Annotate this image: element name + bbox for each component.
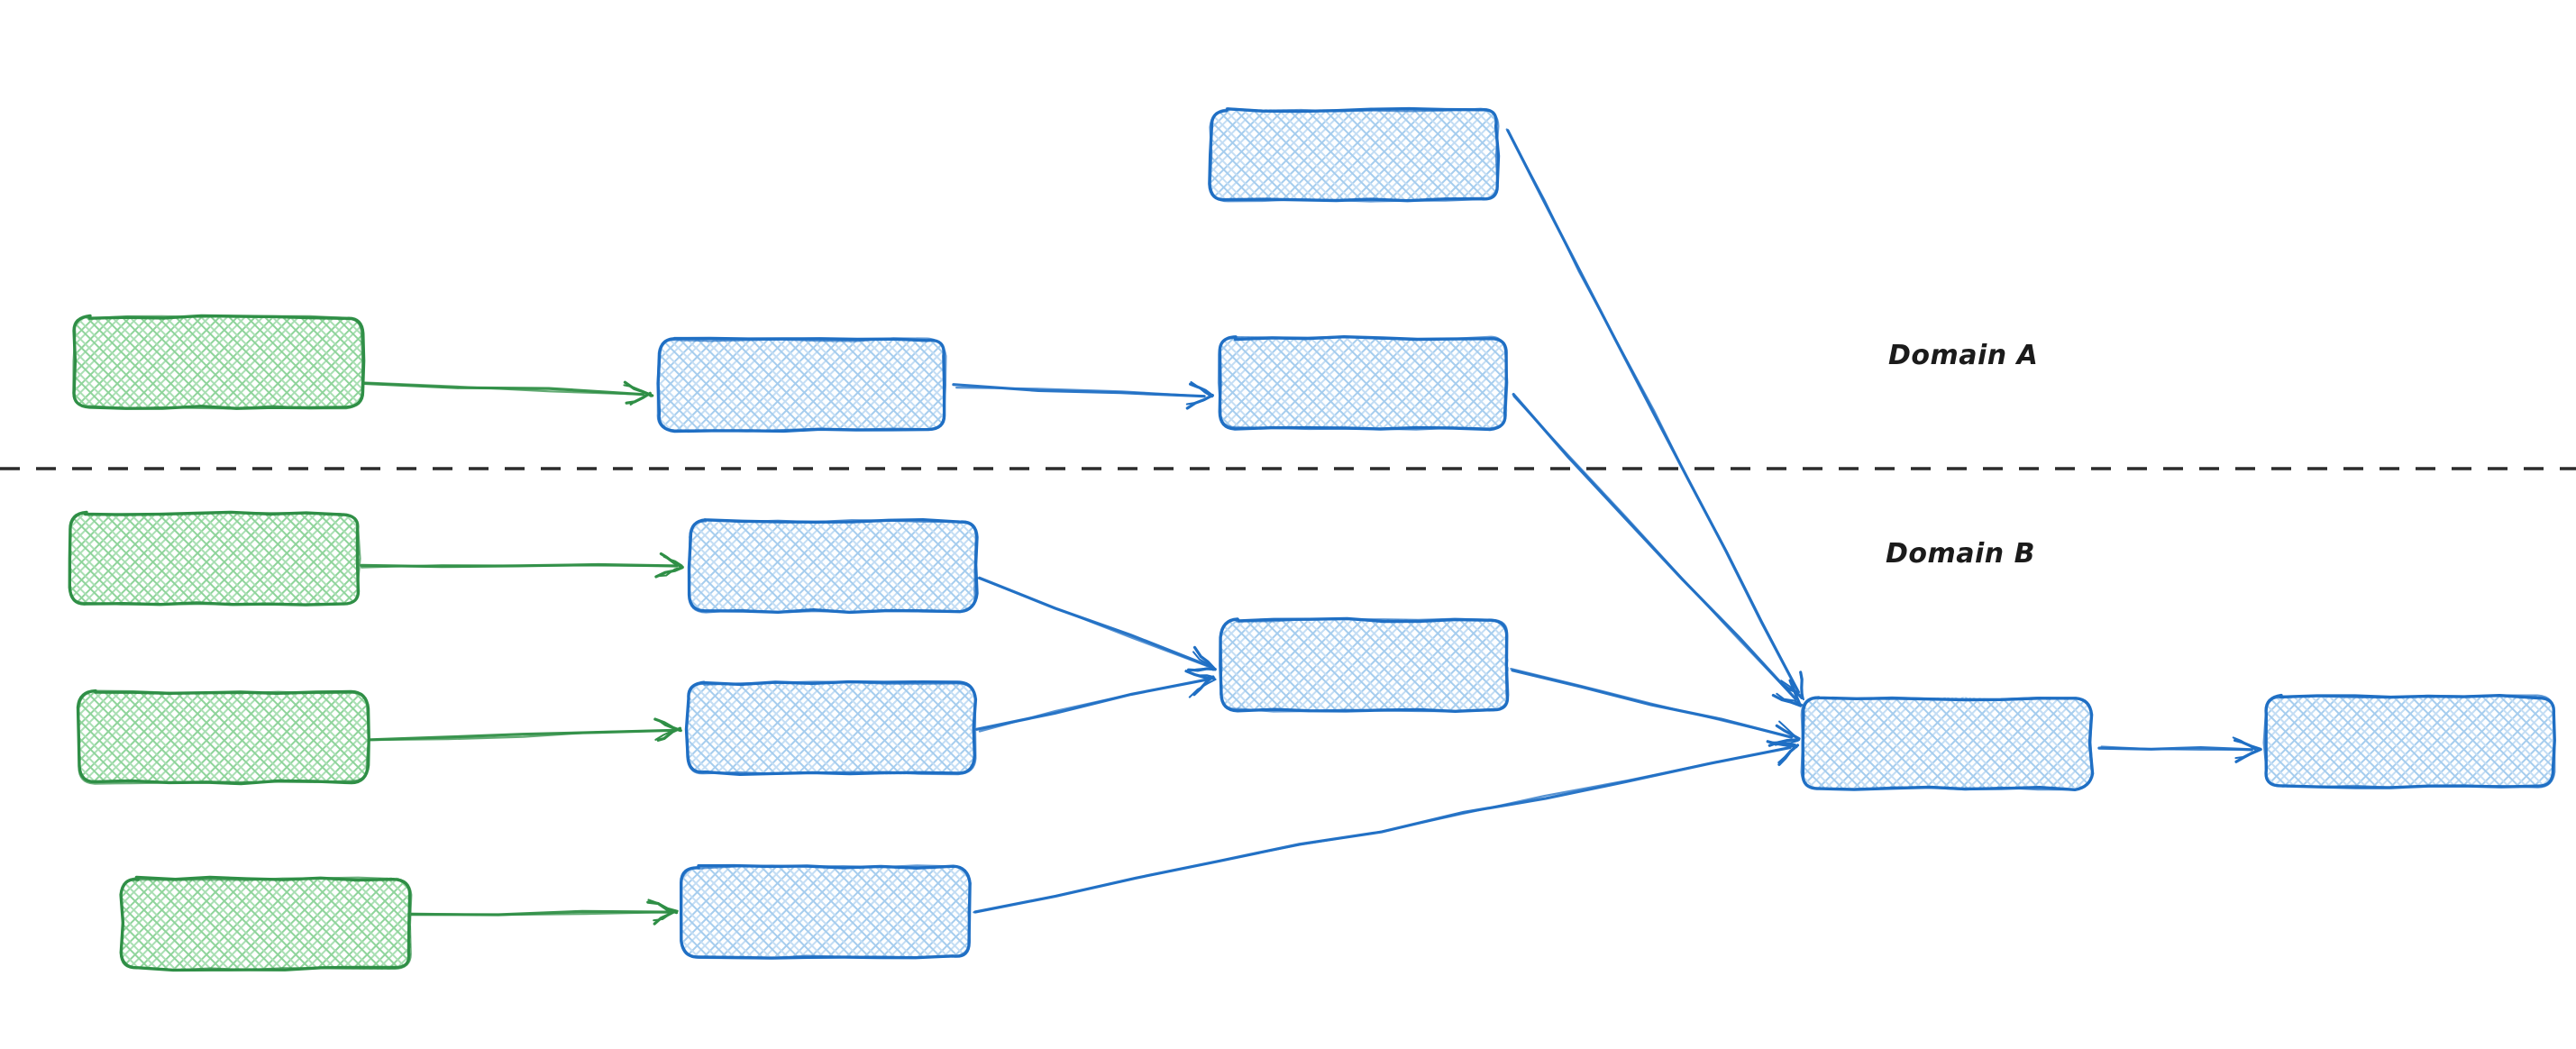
- edge-b-src-2-to-b-mid-2: [369, 717, 682, 742]
- node-a-mid-1[interactable]: [656, 336, 947, 433]
- node-a-top-1[interactable]: [1208, 106, 1501, 203]
- edges-layer: [360, 128, 2262, 926]
- node-b-mid-2[interactable]: [684, 680, 978, 776]
- nodes-layer: [68, 106, 2556, 972]
- edge-a-src-1-to-a-mid-1: [361, 380, 654, 406]
- node-b-src-3[interactable]: [119, 875, 413, 972]
- edge-a-top-1-to-b-sink-1: [1505, 128, 1804, 701]
- node-b-sink-1[interactable]: [1800, 696, 2095, 791]
- edge-b-src-3-to-b-mid-3: [409, 898, 679, 926]
- edge-b-mid-1-to-b-agg-1: [975, 576, 1217, 672]
- edge-b-agg-1-to-b-sink-1: [1510, 668, 1801, 747]
- node-b-src-1[interactable]: [68, 510, 361, 607]
- domain-a-label: Domain A: [1888, 340, 2038, 371]
- edge-b-sink-1-to-b-sink-2: [2097, 736, 2262, 763]
- node-a-out-1[interactable]: [1217, 335, 1509, 432]
- node-a-src-1[interactable]: [72, 314, 366, 410]
- domain-b-label: Domain B: [1886, 538, 2035, 570]
- node-b-mid-1[interactable]: [687, 518, 979, 615]
- node-b-mid-3[interactable]: [680, 863, 972, 960]
- edge-a-out-1-to-b-sink-1: [1512, 393, 1804, 707]
- edge-b-src-1-to-b-mid-1: [360, 552, 684, 579]
- edge-a-mid-1-to-a-out-1: [952, 380, 1214, 410]
- node-b-sink-2[interactable]: [2262, 693, 2556, 789]
- edge-b-mid-2-to-b-agg-1: [974, 670, 1217, 733]
- node-b-agg-1[interactable]: [1219, 616, 1510, 713]
- edge-b-mid-3-to-b-sink-1: [973, 740, 1800, 914]
- node-b-src-2[interactable]: [76, 689, 370, 786]
